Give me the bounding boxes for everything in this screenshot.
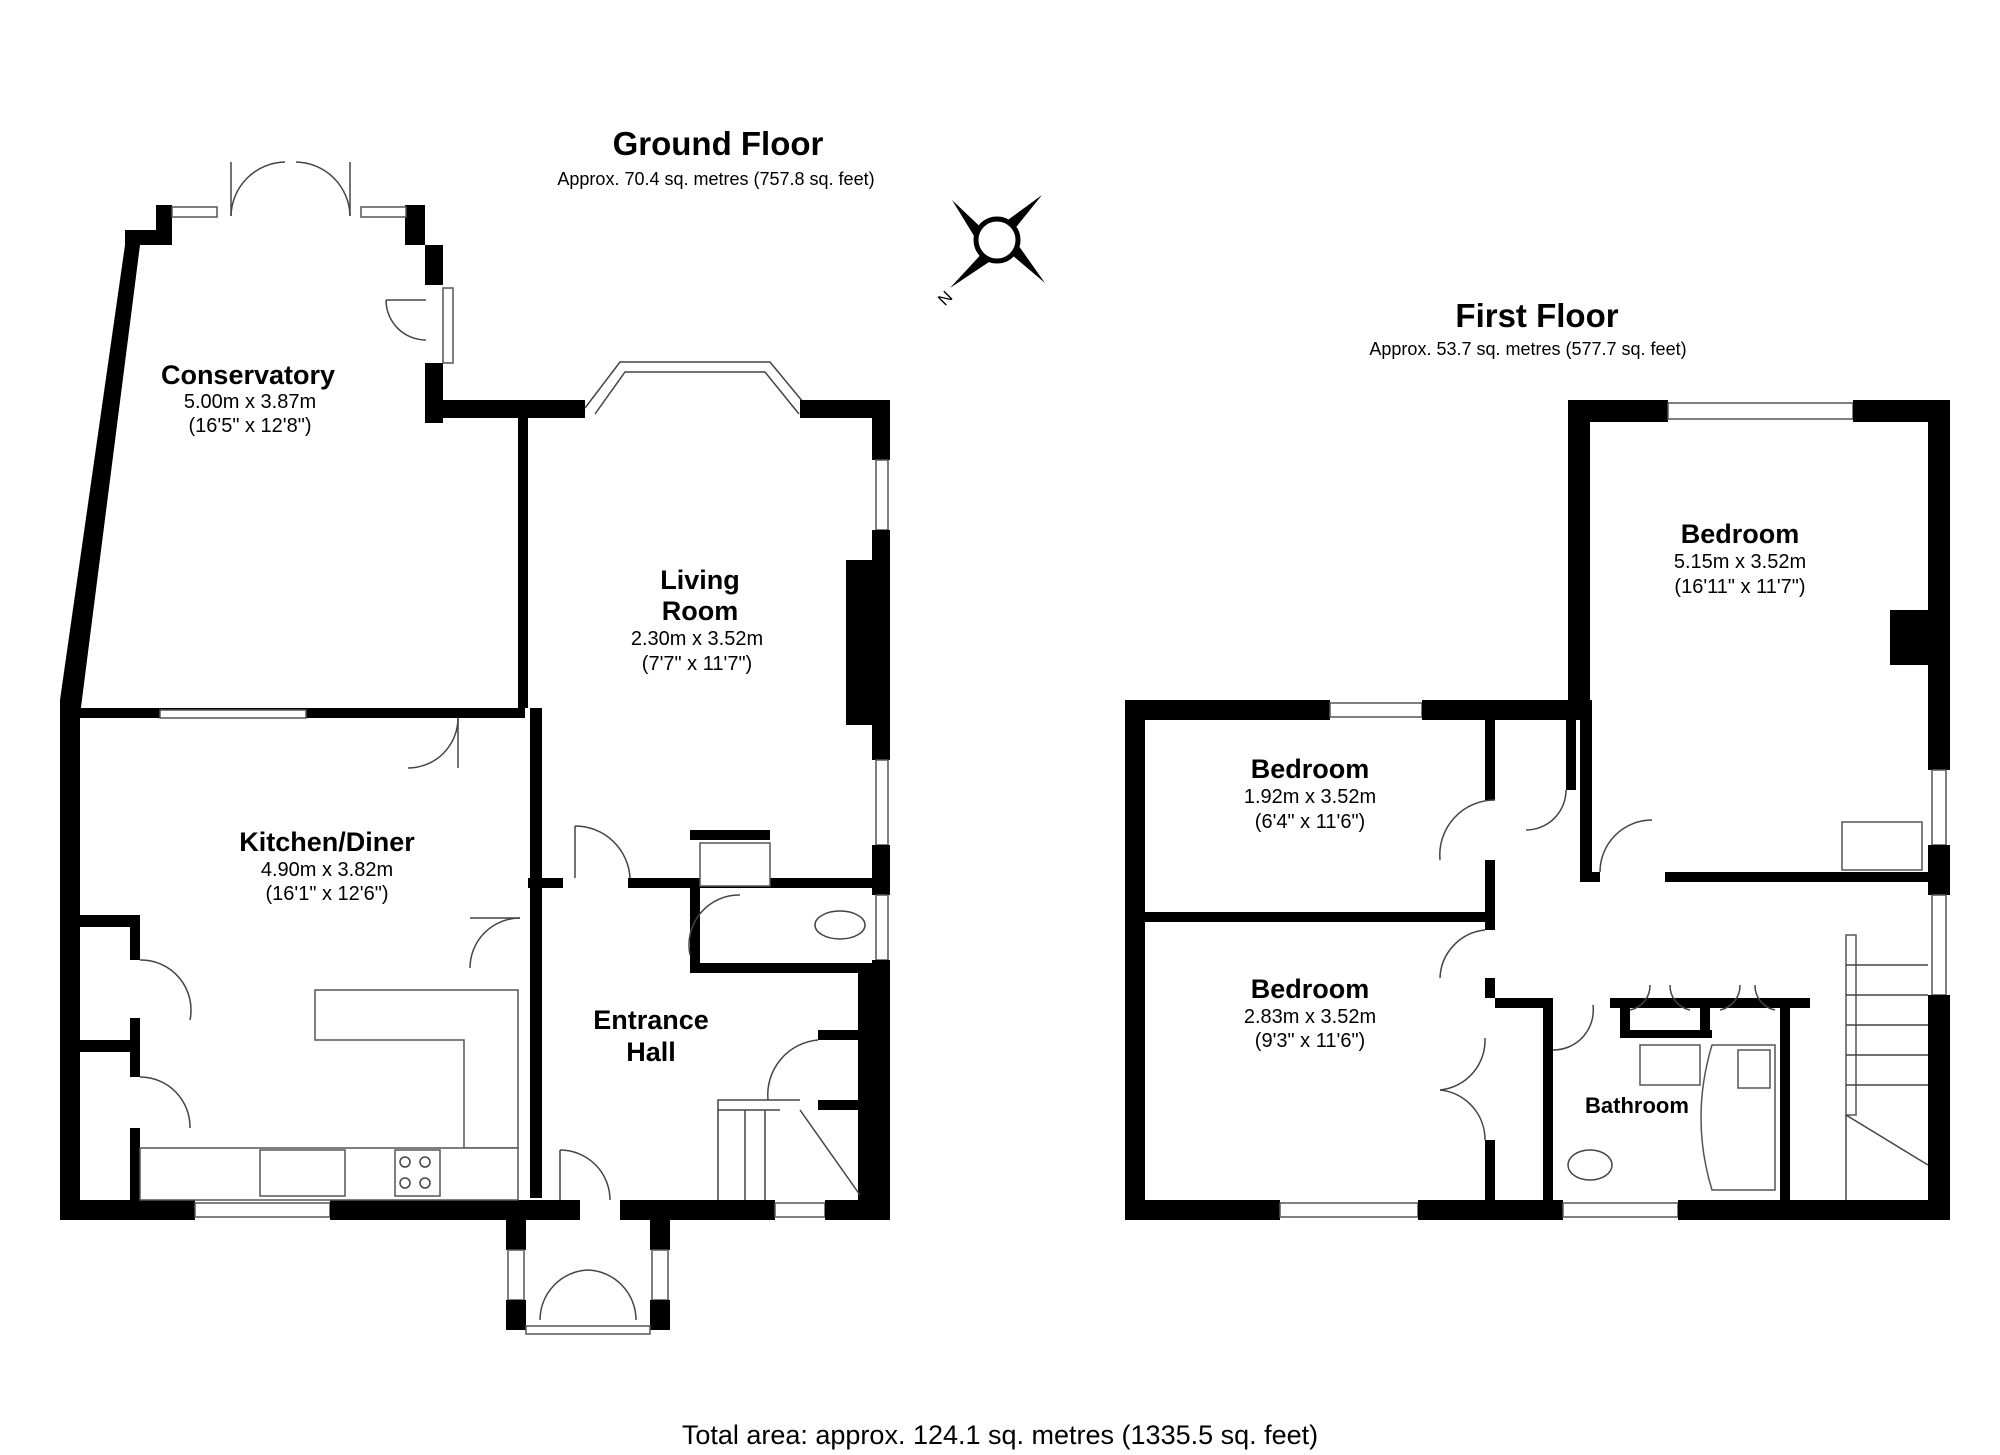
total-area: Total area: approx. 124.1 sq. metres (13… xyxy=(681,1420,1319,1450)
bedroom-main-name: Bedroom xyxy=(1681,519,1800,549)
ground-floor-plan: Ground Floor Approx. 70.4 sq. metres (75… xyxy=(60,125,1045,1335)
kitchen-diner-imperial: (16'1" x 12'6") xyxy=(265,883,388,905)
bathroom-sink-icon xyxy=(1639,1044,1701,1086)
sink-icon xyxy=(259,1149,346,1197)
conservatory-imperial: (16'5" x 12'8") xyxy=(188,415,311,437)
kitchen-diner-metric: 4.90m x 3.82m xyxy=(261,859,393,881)
ground-floor-title: Ground Floor xyxy=(613,125,824,162)
bedroom-main-imperial: (16'11" x 11'7") xyxy=(1674,576,1805,598)
bedroom-small-imperial: (6'4" x 11'6") xyxy=(1255,811,1365,833)
conservatory-metric: 5.00m x 3.87m xyxy=(184,391,316,413)
living-room-name-2: Room xyxy=(662,596,739,626)
bedroom-main-metric: 5.15m x 3.52m xyxy=(1674,551,1806,573)
bathroom-toilet-icon xyxy=(1567,1149,1613,1181)
entrance-hall-name-2: Hall xyxy=(626,1037,676,1067)
basin-icon xyxy=(699,842,771,887)
conservatory-walls xyxy=(60,205,172,715)
bedroom-small-metric: 1.92m x 3.52m xyxy=(1244,786,1376,808)
bedroom-small-name: Bedroom xyxy=(1251,754,1370,784)
chimney-breast xyxy=(846,560,876,725)
living-room-metric: 2.30m x 3.52m xyxy=(631,628,763,650)
bedroom-mid-metric: 2.83m x 3.52m xyxy=(1244,1006,1376,1028)
bedroom-mid-imperial: (9'3" x 11'6") xyxy=(1255,1030,1365,1052)
first-floor-title: First Floor xyxy=(1455,297,1618,334)
kitchen-diner-name: Kitchen/Diner xyxy=(239,827,415,857)
living-room-imperial: (7'7" x 11'7") xyxy=(642,653,752,675)
conservatory-wall-right xyxy=(405,205,443,285)
ground-floor-area: Approx. 70.4 sq. metres (757.8 sq. feet) xyxy=(557,169,874,189)
toilet-icon xyxy=(814,910,866,940)
bedroom-mid-name: Bedroom xyxy=(1251,974,1370,1004)
compass-icon: N xyxy=(934,195,1045,309)
upper-basin-icon xyxy=(1841,821,1923,871)
compass-north-label: N xyxy=(934,287,956,309)
chimney-breast-upper xyxy=(1890,610,1928,665)
living-room-name-1: Living xyxy=(660,565,740,595)
hob-icon xyxy=(394,1149,441,1197)
conservatory-name: Conservatory xyxy=(161,360,335,390)
first-floor-plan: First Floor Approx. 53.7 sq. metres (577… xyxy=(1125,297,1950,1220)
entrance-hall-name-1: Entrance xyxy=(593,1005,709,1035)
first-floor-area: Approx. 53.7 sq. metres (577.7 sq. feet) xyxy=(1369,339,1686,359)
bathroom-name: Bathroom xyxy=(1585,1093,1689,1118)
